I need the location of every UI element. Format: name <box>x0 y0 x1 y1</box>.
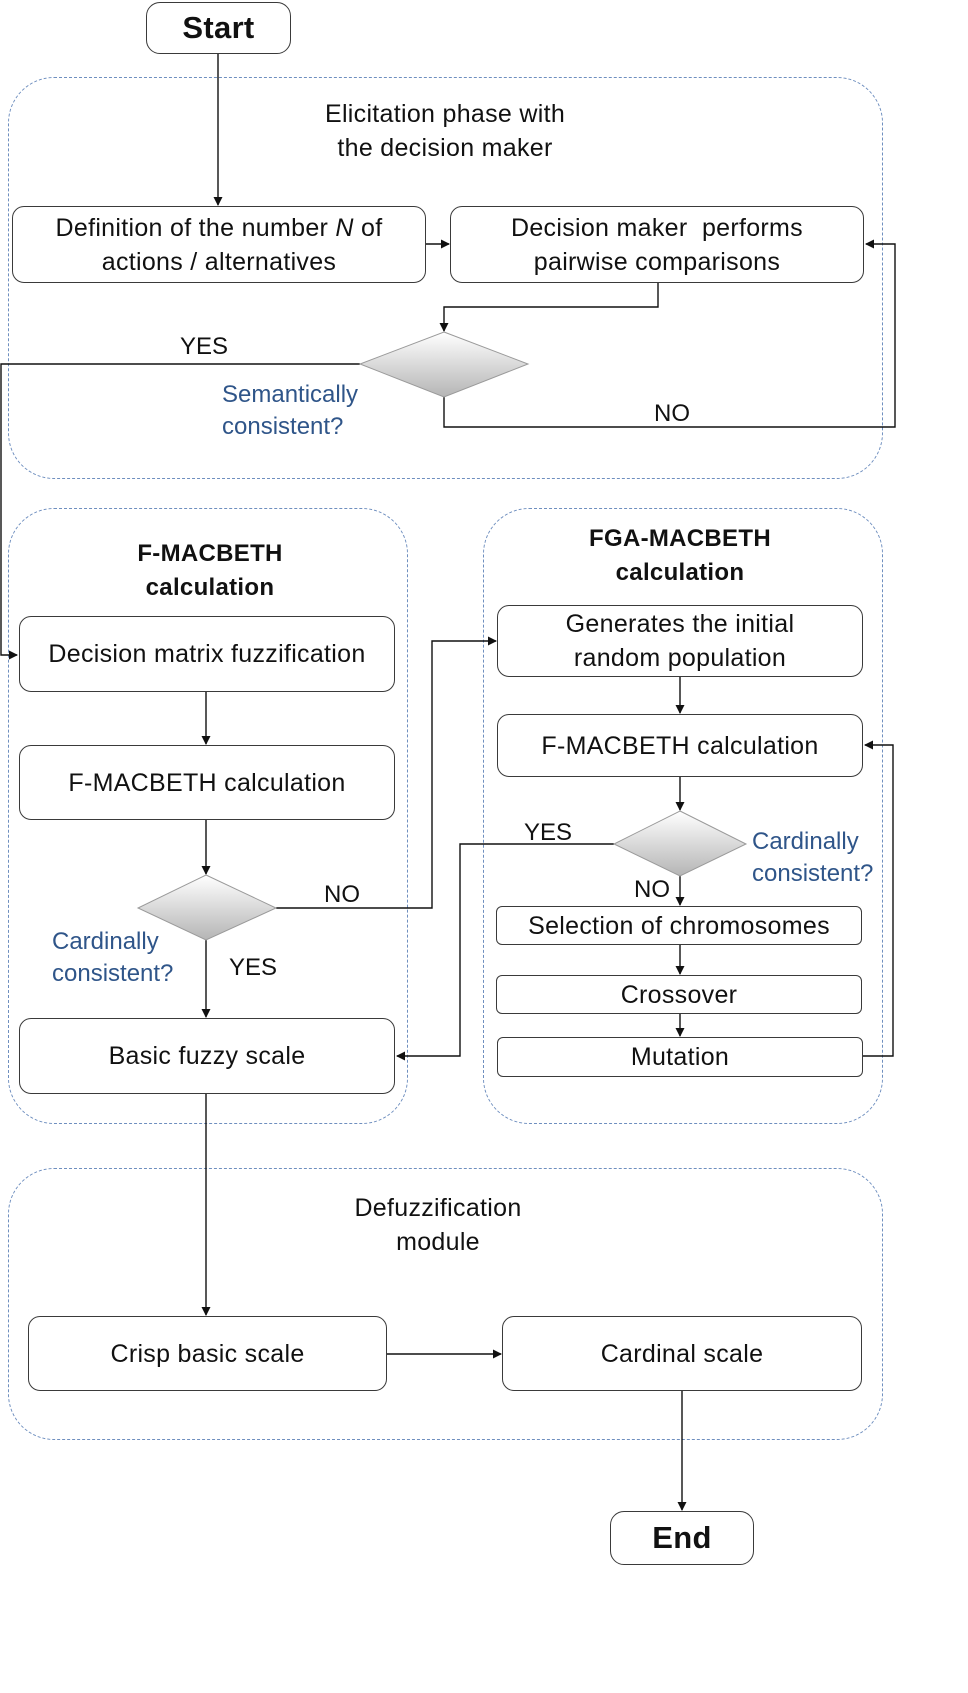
n-variable: N <box>335 213 354 242</box>
no-label-left: NO <box>324 881 360 908</box>
definition-text-end: of <box>353 213 383 242</box>
crossover-box[interactable]: Crossover <box>496 975 862 1014</box>
cardinal-consistency-diamond-left <box>136 874 278 941</box>
fmacbeth-calc-right-box[interactable]: F-MACBETH calculation <box>497 714 863 777</box>
end-terminal[interactable]: End <box>610 1511 754 1565</box>
cardinal-scale-box[interactable]: Cardinal scale <box>502 1316 862 1391</box>
basic-fuzzy-scale-box[interactable]: Basic fuzzy scale <box>19 1018 395 1094</box>
define-alternatives-box[interactable]: Definition of the number N of actions / … <box>12 206 426 283</box>
start-terminal[interactable]: Start <box>146 2 291 54</box>
elicitation-frame <box>8 77 883 479</box>
yes-label-right: YES <box>524 819 573 846</box>
no-label-semantic: NO <box>654 400 690 427</box>
crisp-basic-scale-box[interactable]: Crisp basic scale <box>28 1316 387 1391</box>
fmacbeth-frame <box>8 508 408 1124</box>
mutation-box[interactable]: Mutation <box>497 1037 863 1077</box>
fmacbeth-calc-left-box[interactable]: F-MACBETH calculation <box>19 745 395 820</box>
definition-text: Definition of the number <box>55 213 336 242</box>
fuzzification-box[interactable]: Decision matrix fuzzification <box>19 616 395 692</box>
selection-box[interactable]: Selection of chromosomes <box>496 906 862 945</box>
cardinal-consistency-diamond-right <box>612 810 748 877</box>
definition-line2: actions / alternatives <box>101 247 337 276</box>
semantic-consistency-diamond <box>358 331 530 398</box>
yes-label-semantic: YES <box>180 333 229 360</box>
yes-label-left: YES <box>229 954 278 981</box>
fga-frame <box>483 508 883 1124</box>
no-label-right: NO <box>634 876 670 903</box>
defuzz-frame <box>8 1168 883 1440</box>
